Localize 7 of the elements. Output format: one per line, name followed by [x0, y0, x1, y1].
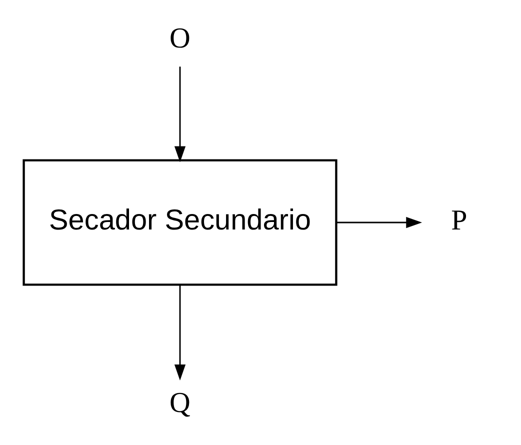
node-box: Secador Secundario: [22, 159, 337, 286]
node-text: O: [169, 22, 190, 54]
node-text: Q: [169, 386, 190, 419]
arrow: [174, 285, 186, 380]
node-text: P: [450, 204, 467, 237]
arrow: [174, 66, 186, 162]
arrow: [336, 216, 422, 228]
